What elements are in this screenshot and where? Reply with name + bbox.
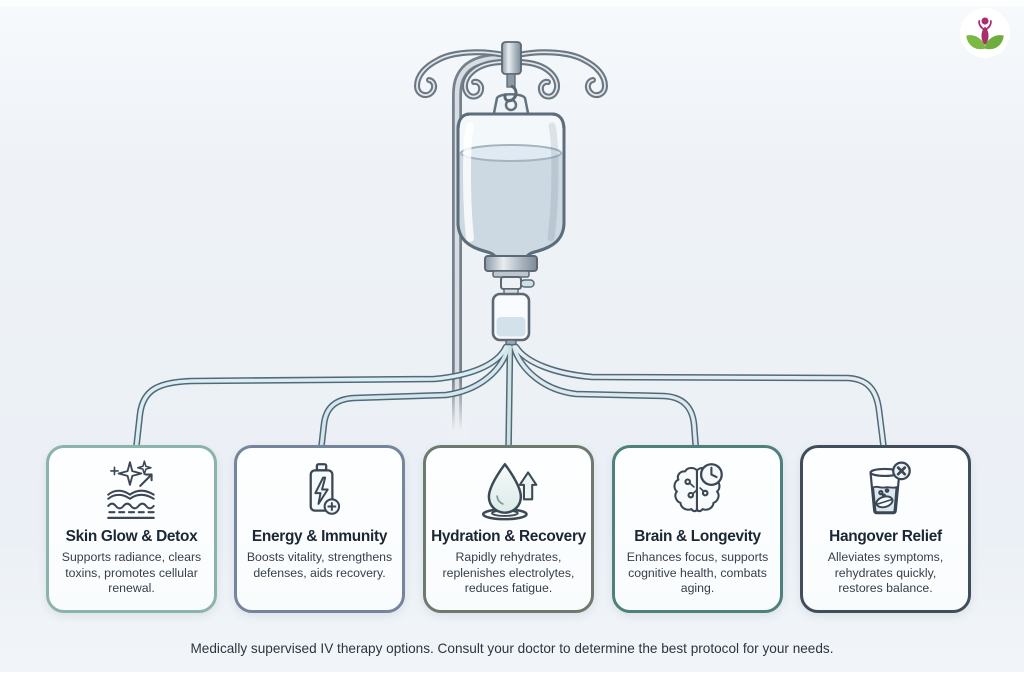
card-hydration-recovery: Hydration & Recovery Rapidly rehydrates,… [423,445,594,613]
iv-pole-hub [501,41,522,88]
iv-pole-hooks [413,49,609,100]
drip-assembly [484,255,538,348]
logo-figure-head [981,17,989,25]
card-description: Rapidly rehydrates, replenishes electrol… [442,550,575,596]
side-valve [520,279,535,288]
iv-tubes [132,343,888,454]
bag-cap [484,255,538,272]
card-hangover-relief: Hangover Relief Alleviates symptoms, reh… [800,445,971,613]
card-energy-immunity: Energy & Immunity Boosts vitality, stren… [234,445,405,613]
top-strip [0,0,1024,6]
footer-caption: Medically supervised IV therapy options.… [190,641,834,656]
battery-bolt-icon [287,457,353,523]
card-title: Hydration & Recovery [431,528,586,545]
brand-logo [959,7,1011,59]
card-description: Supports radiance, clears toxins, promot… [61,550,202,596]
card-description: Alleviates symptoms, rehydrates quickly,… [827,550,944,596]
card-description: Boosts vitality, strengthens defenses, a… [246,550,393,580]
card-skin-glow-detox: Skin Glow & Detox Supports radiance, cle… [46,445,217,613]
card-title: Energy & Immunity [251,528,388,545]
card-title: Skin Glow & Detox [65,528,198,545]
brain-clock-icon [665,457,731,523]
port [500,276,522,290]
bottom-strip [0,672,1024,683]
wellness-leaf-figure-logo [960,8,1010,58]
card-title: Hangover Relief [829,528,942,545]
logo-figure-arms [978,20,992,31]
water-drop-arrow-icon [476,457,542,523]
card-title: Brain & Longevity [634,528,761,545]
hang-hook [503,84,518,103]
logo-left-leaf [966,35,985,50]
iv-bag-liquid [458,122,564,260]
iv-bag [456,84,566,262]
card-description: Enhances focus, supports cognitive healt… [626,550,769,596]
logo-figure-body [981,26,989,45]
logo-right-leaf [985,35,1004,50]
skin-sparkle-icon [99,457,165,523]
glass-tablet-icon [853,457,919,523]
card-brain-longevity: Brain & Longevity Enhances focus, suppor… [612,445,783,613]
